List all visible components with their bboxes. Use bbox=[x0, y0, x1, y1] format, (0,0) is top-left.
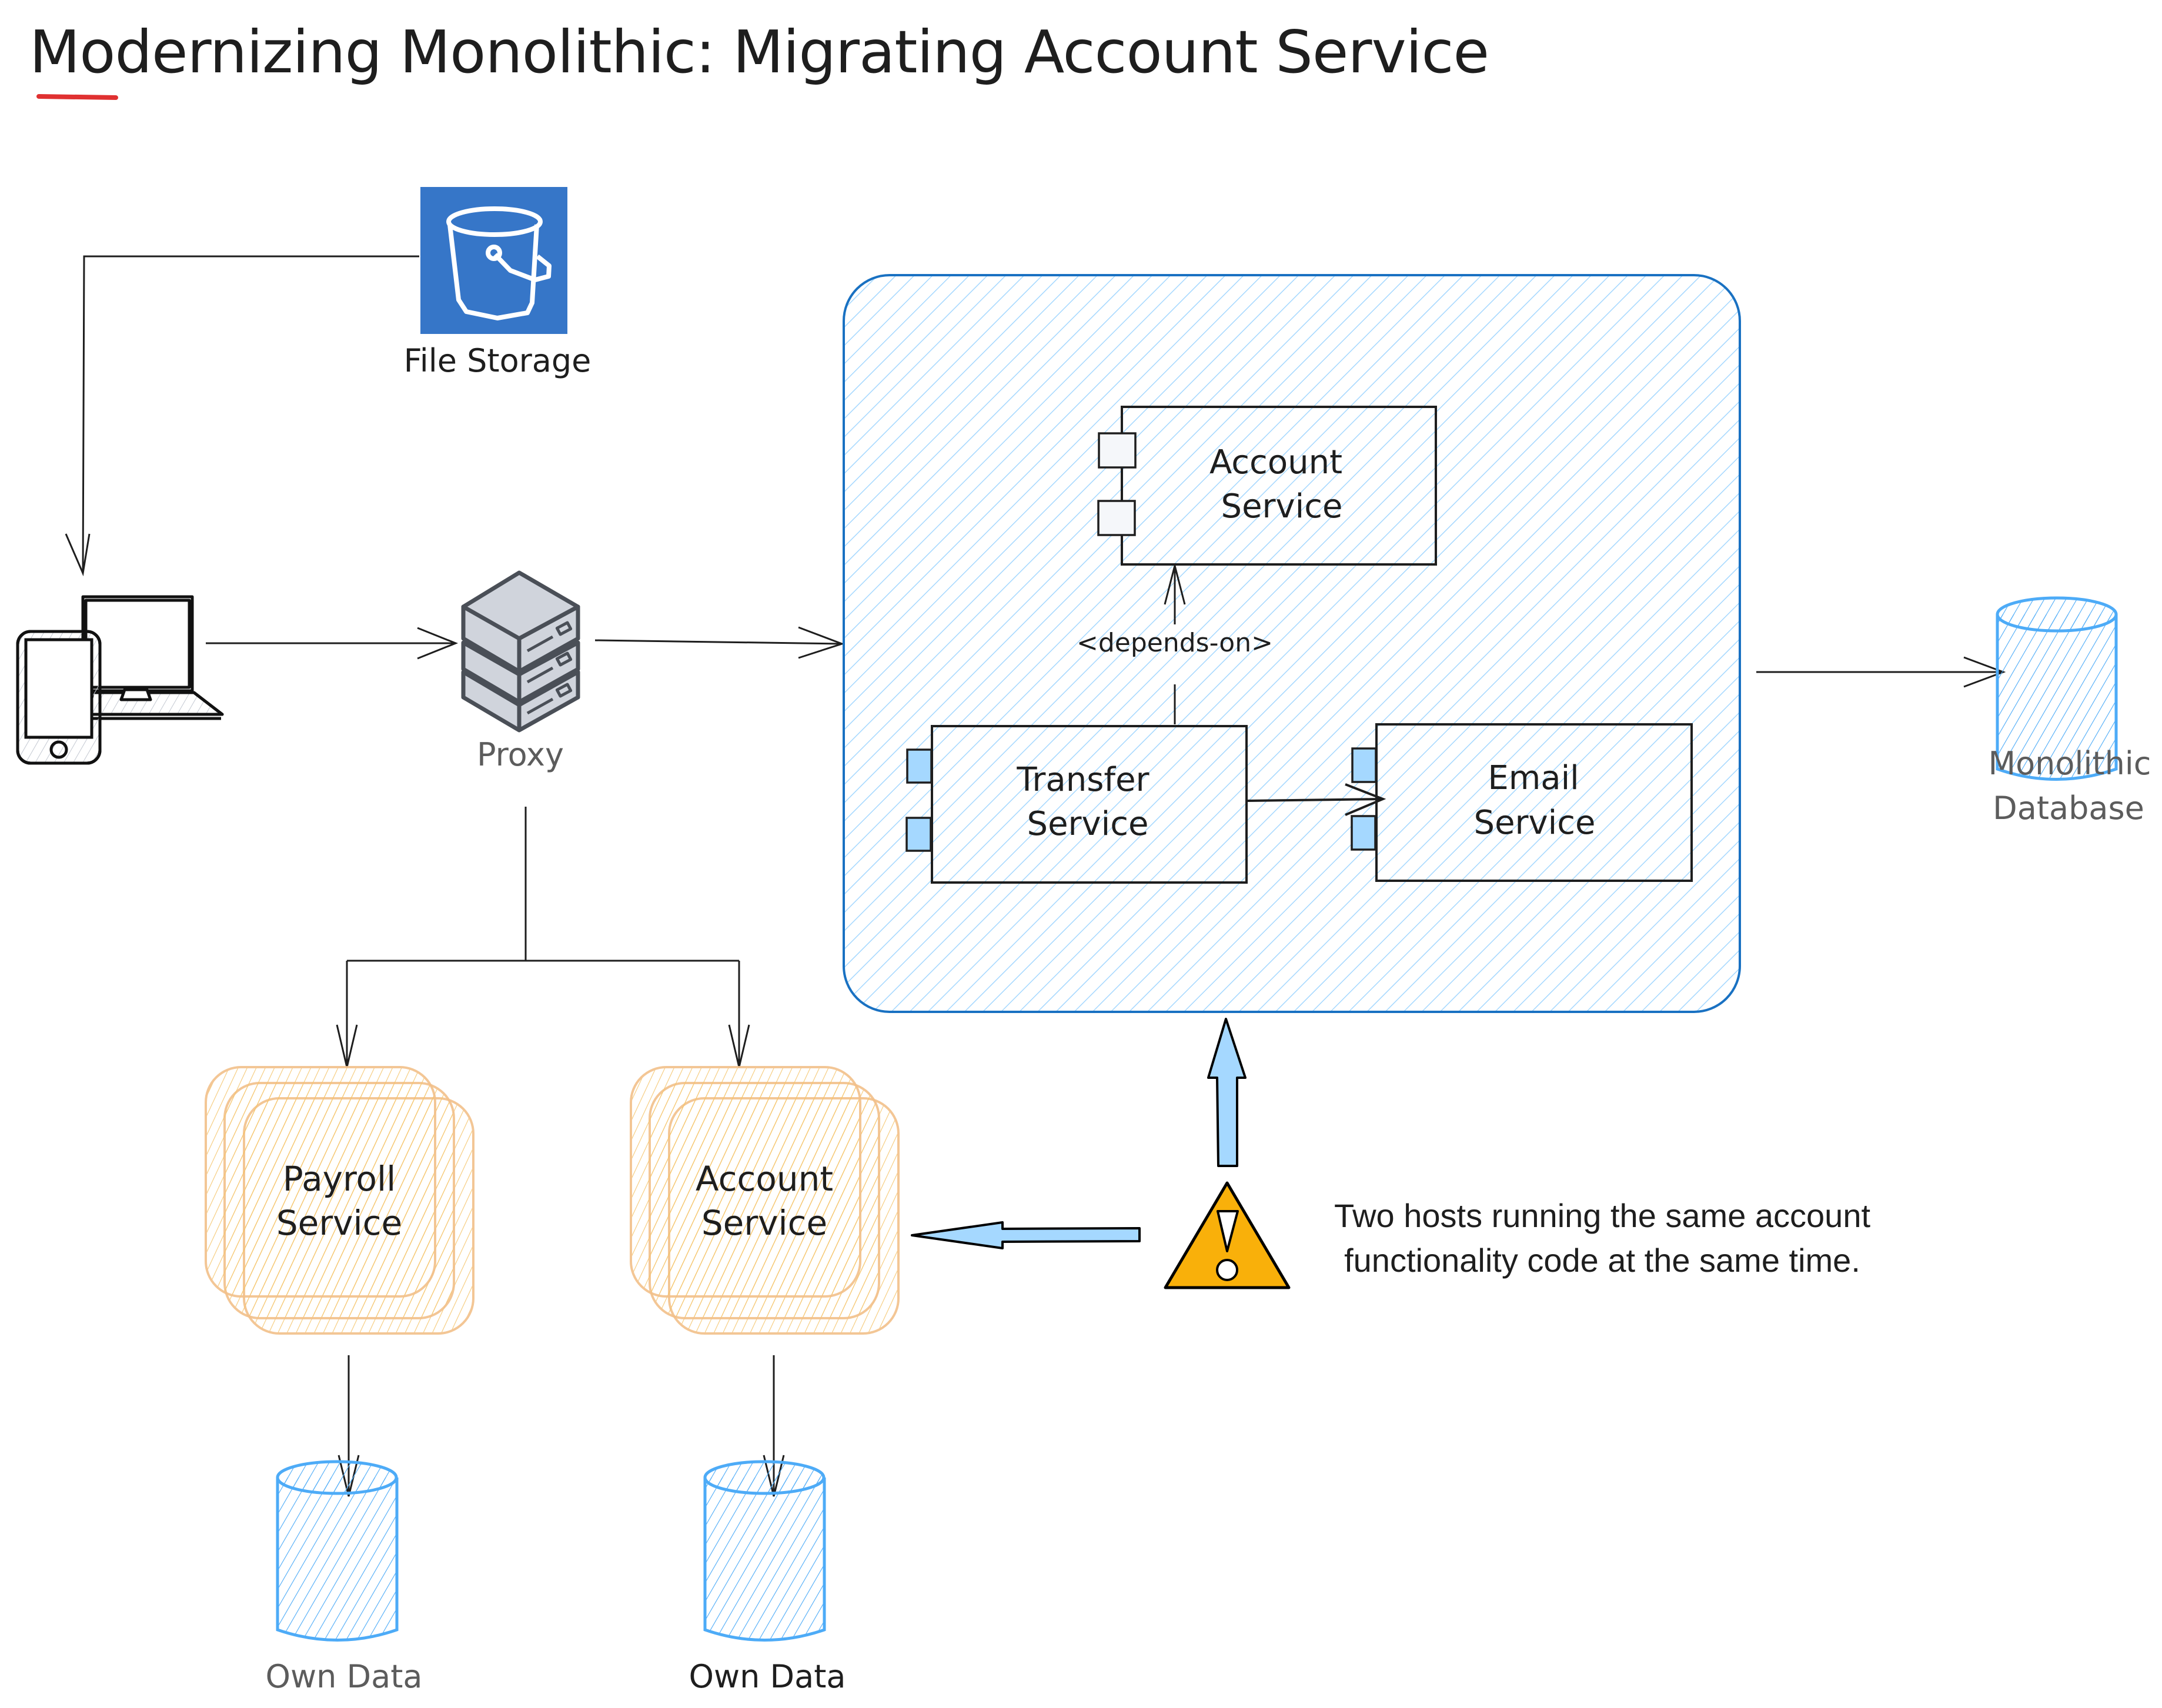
storage-to-devices-arrow bbox=[65, 255, 419, 577]
server-stack-icon bbox=[461, 570, 580, 733]
warning-note: Two hosts running the same account funct… bbox=[1296, 1194, 1908, 1282]
payroll-service-label-line2: Service bbox=[276, 1203, 402, 1243]
title-underline bbox=[36, 94, 118, 100]
client-devices[interactable] bbox=[16, 595, 224, 765]
bucket-icon bbox=[446, 206, 552, 320]
file-storage-label: File Storage bbox=[404, 342, 592, 379]
database-icon bbox=[276, 1460, 399, 1642]
account-microservice-label-line2: Service bbox=[701, 1203, 827, 1243]
warning-note-line1: Two hosts running the same account bbox=[1334, 1197, 1871, 1234]
warning-note-line2: functionality code at the same time. bbox=[1344, 1241, 1860, 1279]
database-icon bbox=[703, 1460, 826, 1642]
account-microservice-label-line1: Account bbox=[696, 1159, 833, 1199]
monolithic-database-label-line1: Monolithic bbox=[1989, 745, 2151, 782]
depends-on-arrow bbox=[1164, 565, 1186, 724]
block-arrow-left bbox=[911, 1221, 1141, 1249]
account-service-label-line1: Account bbox=[1209, 443, 1342, 482]
payroll-own-data[interactable]: Own Data bbox=[266, 1460, 423, 1695]
transfer-to-email-arrow bbox=[1247, 783, 1386, 816]
component-port bbox=[1351, 747, 1377, 783]
monolith-to-database-arrow bbox=[1756, 656, 2006, 688]
proxy-node[interactable]: Proxy bbox=[461, 570, 580, 773]
proxy-to-microservices-arrows bbox=[336, 807, 750, 1068]
component-port bbox=[1097, 500, 1136, 536]
monolithic-database-label-line2: Database bbox=[1993, 790, 2144, 827]
devices-to-proxy-arrow bbox=[206, 627, 459, 660]
transfer-service-label-line2: Service bbox=[1027, 805, 1149, 843]
payroll-own-data-label: Own Data bbox=[266, 1658, 423, 1695]
transfer-service-label-line1: Transfer bbox=[1016, 761, 1149, 799]
account-microservice[interactable]: Account Service bbox=[630, 1066, 900, 1335]
component-port bbox=[1351, 815, 1376, 851]
component-port bbox=[906, 748, 933, 784]
account-own-data[interactable]: Own Data bbox=[689, 1460, 846, 1695]
database-icon bbox=[1996, 596, 2118, 781]
component-port bbox=[1098, 432, 1137, 469]
proxy-label: Proxy bbox=[477, 736, 564, 773]
block-arrow-up bbox=[1207, 1018, 1247, 1167]
laptop-icon bbox=[81, 595, 224, 720]
payroll-service-label-line1: Payroll bbox=[283, 1159, 396, 1199]
payroll-service[interactable]: Payroll Service bbox=[205, 1066, 474, 1335]
monolith-transfer-service[interactable]: Transfer Service bbox=[905, 725, 1248, 884]
depends-on-label: <depends-on> bbox=[1077, 628, 1273, 658]
phone-icon bbox=[16, 630, 102, 765]
page-title: Modernizing Monolithic: Migrating Accoun… bbox=[29, 18, 1489, 86]
monolithic-database[interactable]: Monolithic Database bbox=[1989, 596, 2151, 827]
account-service-label-line2: Service bbox=[1221, 487, 1343, 526]
email-service-label-line1: Email bbox=[1488, 759, 1579, 797]
monolith-container[interactable] bbox=[843, 274, 1741, 1013]
monolith-account-service[interactable]: Account Service bbox=[1097, 406, 1437, 566]
warning-icon bbox=[1164, 1181, 1291, 1289]
component-port bbox=[905, 817, 932, 852]
monolith-email-service[interactable]: Email Service bbox=[1351, 723, 1693, 882]
account-own-data-label: Own Data bbox=[689, 1658, 846, 1695]
file-storage-node[interactable]: File Storage bbox=[404, 187, 592, 379]
proxy-to-monolith-arrow bbox=[594, 626, 845, 659]
email-service-label-line2: Service bbox=[1474, 804, 1596, 842]
